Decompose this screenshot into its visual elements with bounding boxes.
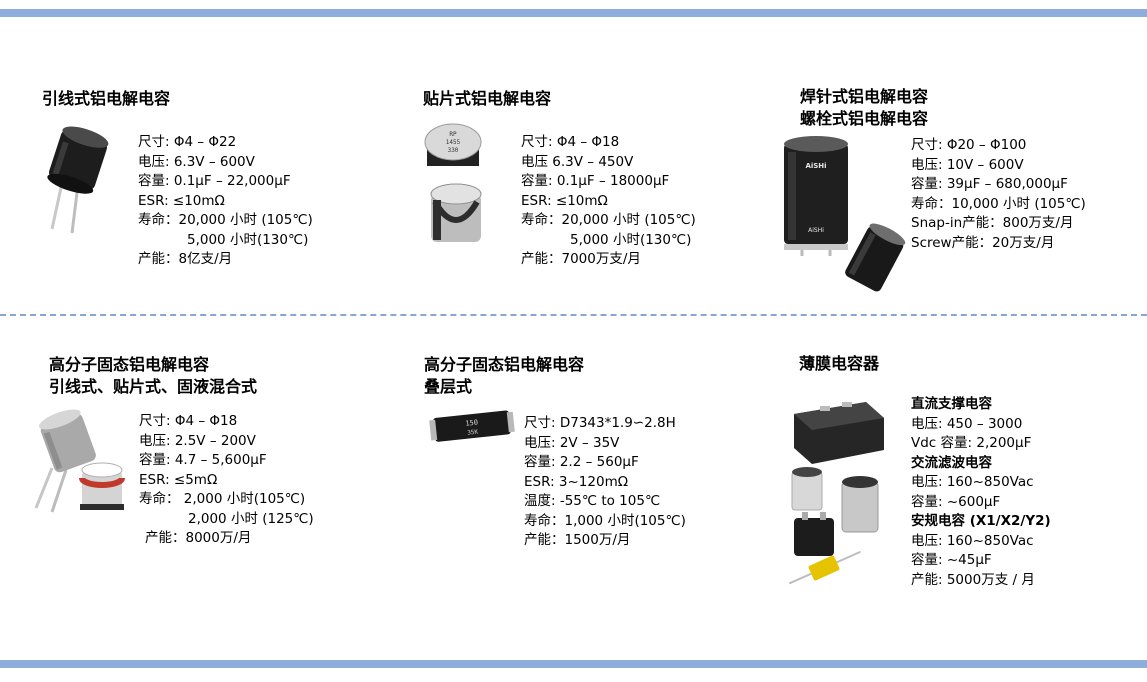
spec-esr: ESR: ≤10mΩ: [138, 192, 225, 209]
snapin-capacitor-image: AiSHi AiSHi: [784, 136, 906, 292]
spec-capacitance-safety: 容量: ~45μF: [911, 552, 992, 568]
spec-capacitance: 容量: 0.1μF – 18000μF: [521, 173, 670, 189]
polymer-capacitor-image: [34, 409, 125, 513]
svg-text:150: 150: [465, 418, 478, 427]
spec-life: 寿命：20,000 小时 (105℃): [521, 212, 696, 228]
spec-size: 尺寸: D7343*1.9∽2.8H: [524, 415, 676, 431]
spec-esr: ESR: ≤5mΩ: [139, 471, 218, 488]
spec-voltage: 电压: 2.5V – 200V: [139, 432, 256, 449]
spec-size: 尺寸: Φ20 – Φ100: [911, 137, 1027, 153]
svg-text:AiSHi: AiSHi: [805, 162, 826, 170]
spec-capacity: 产能: 5000万支 / 月: [911, 571, 1035, 588]
svg-text:RP: RP: [449, 131, 457, 138]
spec-capacity: 产能：1500万/月: [524, 532, 631, 548]
spec-life-2: 2,000 小时 (125℃): [188, 510, 314, 527]
spec-size: 尺寸: Φ4 – Φ18: [521, 134, 620, 150]
product-title-polymer-types: 引线式、贴片式、固液混合式: [49, 377, 258, 396]
spec-capacitance: 容量: 4.7 – 5,600μF: [139, 452, 267, 468]
section-divider: [0, 314, 1147, 316]
spec-life: 寿命：10,000 小时 (105℃): [911, 195, 1086, 212]
specs-stacked: 尺寸: D7343*1.9∽2.8H 电压: 2V – 35V 容量: 2.2 …: [524, 414, 686, 551]
specs-snapin: 尺寸: Φ20 – Φ100 电压: 10V – 600V 容量: 39μF –…: [911, 136, 1086, 253]
spec-life-2: 5,000 小时(130℃): [570, 231, 692, 248]
spec-esr: ESR: 3~120mΩ: [524, 473, 629, 490]
specs-leaded: 尺寸: Φ4 – Φ22 电压: 6.3V – 600V 容量: 0.1μF –…: [138, 133, 313, 270]
film-subtitle-dc-link: 直流支撑电容: [911, 396, 992, 412]
svg-text:1455: 1455: [446, 139, 461, 146]
spec-capacity: 产能：7000万支/月: [521, 251, 641, 267]
specs-smd: 尺寸: Φ4 – Φ18 电压 6.3V – 450V 容量: 0.1μF – …: [521, 133, 696, 270]
product-title-screw: 螺栓式铝电解电容: [800, 109, 929, 128]
svg-text:330: 330: [448, 147, 459, 154]
spec-voltage-dc: 电压: 450 – 3000: [911, 415, 1023, 432]
spec-life: 寿命：1,000 小时(105℃): [524, 512, 686, 529]
spec-capacitance: 容量: 2.2 – 560μF: [524, 454, 639, 470]
spec-life-2: 5,000 小时(130℃): [187, 231, 309, 248]
svg-text:35K: 35K: [467, 428, 479, 436]
spec-esr: ESR: ≤10mΩ: [521, 192, 608, 209]
specs-polymer: 尺寸: Φ4 – Φ18 电压: 2.5V – 200V 容量: 4.7 – 5…: [139, 412, 314, 549]
product-title-polymer: 高分子固态铝电解电容: [49, 355, 210, 374]
spec-life: 寿命： 2,000 小时(105℃): [139, 491, 306, 507]
film-capacitor-image: [788, 402, 884, 585]
product-title-film: 薄膜电容器: [799, 354, 880, 373]
film-subtitle-ac-filter: 交流滤波电容: [911, 454, 992, 471]
spec-size: 尺寸: Φ4 – Φ18: [139, 413, 238, 429]
smd-capacitor-image: RP 1455 330: [424, 123, 482, 242]
spec-temperature: 温度: -55℃ to 105℃: [524, 493, 661, 509]
film-subtitle-safety: 安规电容 (X1/X2/Y2): [911, 513, 1051, 529]
spec-capacity-snapin: Snap-in产能：800万支/月: [911, 215, 1074, 231]
specs-film: 直流支撑电容 电压: 450 – 3000 Vdc 容量: 2,200μF 交流…: [911, 395, 1051, 590]
product-title-smd: 贴片式铝电解电容: [423, 89, 552, 108]
svg-text:AiSHi: AiSHi: [808, 227, 824, 234]
spec-capacitance: 容量: 0.1μF – 22,000μF: [138, 173, 291, 189]
spec-voltage: 电压 6.3V – 450V: [521, 153, 634, 170]
spec-capacitance-ac: 容量: ~600μF: [911, 493, 1001, 510]
stacked-chip-image: 150 35K: [429, 410, 515, 442]
spec-capacity: 产能：8亿支/月: [138, 251, 233, 267]
spec-voltage-ac: 电压: 160~850Vac: [911, 474, 1034, 490]
spec-voltage: 电压: 10V – 600V: [911, 156, 1024, 173]
spec-voltage: 电压: 6.3V – 600V: [138, 153, 255, 170]
spec-capacity: 产能：8000万/月: [145, 530, 252, 546]
spec-capacitance-dc: Vdc 容量: 2,200μF: [911, 435, 1032, 451]
product-title-snapin: 焊针式铝电解电容: [800, 87, 929, 106]
top-accent-band: [0, 9, 1147, 17]
spec-voltage-safety: 电压: 160~850Vac: [911, 532, 1034, 549]
product-title-stacked: 高分子固态铝电解电容: [424, 355, 585, 374]
spec-capacitance: 容量: 39μF – 680,000μF: [911, 176, 1068, 192]
leaded-capacitor-image: [47, 126, 109, 234]
spec-voltage: 电压: 2V – 35V: [524, 434, 620, 451]
product-title-leaded: 引线式铝电解电容: [42, 89, 171, 108]
spec-capacity-screw: Screw产能：20万支/月: [911, 234, 1055, 251]
spec-size: 尺寸: Φ4 – Φ22: [138, 134, 237, 150]
spec-life: 寿命：20,000 小时 (105℃): [138, 212, 313, 228]
product-title-stacked-type: 叠层式: [424, 377, 473, 396]
bottom-accent-band: [0, 660, 1147, 668]
